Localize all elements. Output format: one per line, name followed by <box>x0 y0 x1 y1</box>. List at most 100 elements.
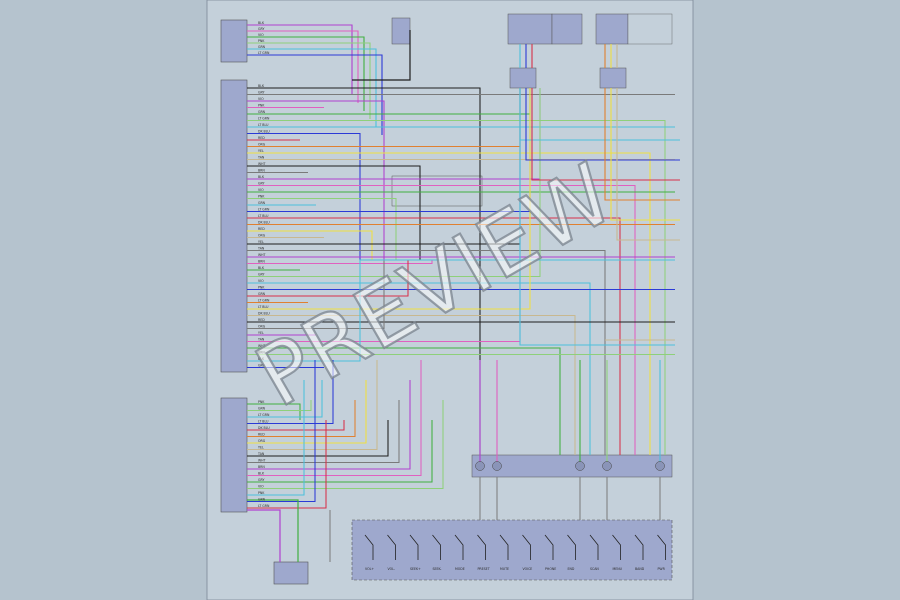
wire-code-label: YEL <box>258 149 264 153</box>
wire <box>247 249 606 455</box>
top-component-4 <box>595 13 629 45</box>
wire <box>247 420 389 457</box>
speaker-terminal <box>602 461 612 471</box>
speaker-connector-strip <box>471 454 673 478</box>
wire-code-label: PNK <box>258 400 265 404</box>
wire <box>247 400 444 490</box>
wire <box>247 87 481 455</box>
wire <box>247 360 378 451</box>
wire <box>247 30 359 103</box>
radio-connector-c4 <box>220 19 248 63</box>
wire <box>247 400 356 438</box>
switch-contact <box>522 534 531 560</box>
switch-label: END <box>568 567 575 571</box>
switch-contact <box>567 534 576 560</box>
mid-connector-right <box>599 67 627 89</box>
wire <box>247 42 371 119</box>
wire <box>247 380 367 444</box>
wire-code-label: LT GRN <box>258 299 270 303</box>
wire-code-label: WHT <box>258 162 266 166</box>
wire <box>247 380 323 418</box>
wire-code-label: GRN <box>258 292 266 296</box>
wire-code-label: PNK <box>258 104 265 108</box>
wire <box>616 88 680 241</box>
wire <box>247 360 334 425</box>
switch-contact <box>544 534 554 560</box>
wire-code-label: LT GRN <box>258 117 270 121</box>
wire <box>531 88 680 181</box>
switch-label: VOL- <box>388 567 396 571</box>
wire <box>247 360 316 503</box>
wire-code-label: DK BLU <box>258 221 270 225</box>
wire-code-label: GRY <box>258 182 264 186</box>
wire-code-label: GRY <box>258 91 264 95</box>
wire-code-label: GRN <box>258 45 266 49</box>
wire-code-label: WHT <box>258 459 266 463</box>
wire-code-label: BRN <box>258 169 265 173</box>
switch-label: SEEK- <box>433 567 442 571</box>
wire-code-label: GRY <box>258 273 264 277</box>
wire-code-label: GRN <box>258 201 266 205</box>
wire-code-label: PNK <box>258 286 265 290</box>
steering-wheel-switch-block <box>351 519 673 581</box>
wire-code-label: BLK <box>258 357 265 361</box>
radio-connector-c1 <box>220 79 248 373</box>
wire <box>247 380 411 470</box>
wire-code-label: VIO <box>258 279 264 283</box>
wire <box>247 184 636 455</box>
wire-code-label: RED <box>258 433 265 437</box>
wire-code-label: TAN <box>257 156 265 160</box>
clockspring-box <box>391 175 483 207</box>
wire-code-label: LT GRN <box>258 504 270 508</box>
switch-contact <box>409 534 419 560</box>
wire <box>247 509 281 562</box>
speaker-terminal <box>492 461 502 471</box>
wire-code-label: DK BLU <box>258 426 270 430</box>
switch-label: PRESET <box>478 567 490 571</box>
wire-code-label: BLK <box>258 175 265 179</box>
wire-group <box>247 24 680 562</box>
wire-code-label: ORG <box>258 143 266 147</box>
top-component-5 <box>627 13 673 45</box>
wire-code-label: RED <box>258 136 265 140</box>
switch-label: VOICE <box>523 567 533 571</box>
top-component-3 <box>551 13 583 45</box>
wire-code-label: TAN <box>257 247 265 251</box>
wire <box>247 499 299 562</box>
wire <box>604 88 680 201</box>
switch-label: PWR <box>658 567 666 571</box>
switch-label: SCAN <box>590 567 599 571</box>
wire-code-label: LT GRN <box>258 208 270 212</box>
speaker-terminal <box>475 461 485 471</box>
wire <box>247 282 591 455</box>
wire-code-label: YEL <box>258 240 264 244</box>
wire <box>247 420 327 509</box>
wire-code-label: BRN <box>258 465 265 469</box>
wire-code-label: GRN <box>258 498 266 502</box>
wire <box>525 88 680 161</box>
switch-contact <box>612 534 621 560</box>
switch-contact <box>364 534 374 560</box>
top-component-2 <box>507 13 553 45</box>
wire <box>247 24 353 95</box>
wire-code-label: TAN <box>257 338 265 342</box>
wire-code-label: ORG <box>258 325 266 329</box>
wire-code-label: LT GRN <box>258 51 270 55</box>
wire-code-label: TAN <box>257 452 265 456</box>
wire-code-label: YEL <box>258 331 264 335</box>
wire-code-label: PNK <box>258 39 265 43</box>
switch-contact <box>387 534 396 560</box>
wire-code-label: ORG <box>258 439 266 443</box>
switch-contact <box>477 534 486 560</box>
wire-code-label: WHT <box>258 344 266 348</box>
wire-code-label: GRN <box>258 110 266 114</box>
wire-code-label: GRY <box>258 478 264 482</box>
wire-code-label: BLK <box>258 472 265 476</box>
speaker-terminal <box>655 461 665 471</box>
wire-code-label: BLK <box>258 21 265 25</box>
switch-contact <box>657 534 666 560</box>
wire <box>247 88 531 310</box>
wire <box>247 217 621 455</box>
